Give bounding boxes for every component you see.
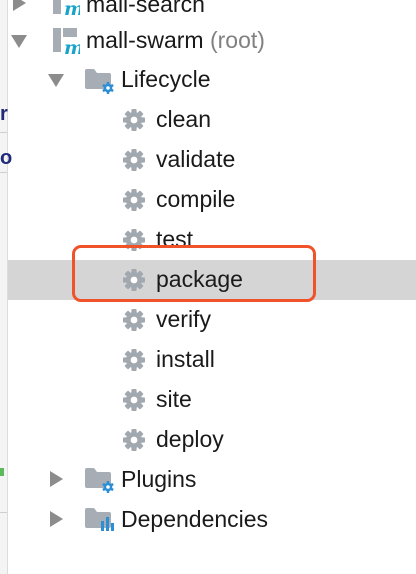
expand-arrow-icon[interactable] bbox=[13, 0, 26, 11]
gutter-letter: o bbox=[0, 147, 13, 169]
lifecycle-phase-test[interactable]: test bbox=[8, 220, 416, 260]
tree-node-label: Lifecycle bbox=[121, 66, 211, 92]
tree-node-label: Plugins bbox=[121, 466, 197, 492]
collapse-arrow-icon[interactable] bbox=[11, 35, 27, 48]
gutter-divider bbox=[0, 512, 7, 513]
gear-icon bbox=[123, 149, 145, 171]
module-name: mall-swarm bbox=[86, 27, 204, 53]
tree-node-mall-swarm[interactable]: m mall-swarm (root) bbox=[8, 20, 416, 60]
gear-icon bbox=[123, 349, 145, 371]
gear-icon bbox=[123, 429, 145, 451]
tree-node-label: mall-search bbox=[86, 0, 205, 17]
lifecycle-folder-icon bbox=[85, 69, 114, 94]
gutter-change-marker bbox=[0, 468, 4, 476]
tree-node-dependencies[interactable]: Dependencies bbox=[8, 500, 416, 540]
tree-node-label: package bbox=[156, 266, 243, 292]
tree-node-lifecycle[interactable]: Lifecycle bbox=[8, 60, 416, 100]
tree-node-plugins[interactable]: Plugins bbox=[8, 460, 416, 500]
svg-text:m: m bbox=[64, 0, 80, 18]
gear-icon bbox=[123, 269, 145, 291]
lifecycle-phase-site[interactable]: site bbox=[8, 380, 416, 420]
expand-arrow-icon[interactable] bbox=[50, 471, 63, 487]
lifecycle-phase-validate[interactable]: validate bbox=[8, 140, 416, 180]
tree-node-label: clean bbox=[156, 106, 211, 132]
plugins-folder-icon bbox=[85, 468, 114, 493]
svg-text:m: m bbox=[64, 37, 80, 56]
lifecycle-phase-install[interactable]: install bbox=[8, 340, 416, 380]
tree-node-label: Dependencies bbox=[121, 506, 269, 532]
lifecycle-phase-verify[interactable]: verify bbox=[8, 300, 416, 340]
tree-node-label: test bbox=[156, 226, 194, 252]
lifecycle-phase-compile[interactable]: compile bbox=[8, 180, 416, 220]
gear-icon bbox=[123, 109, 145, 131]
gear-icon bbox=[123, 389, 145, 411]
tree-node-label: site bbox=[156, 386, 192, 412]
gutter-letter: r bbox=[0, 103, 8, 125]
dependencies-folder-icon bbox=[85, 508, 114, 531]
gutter-divider bbox=[0, 172, 7, 173]
tree-node-label: mall-swarm (root) bbox=[86, 27, 265, 53]
gear-icon bbox=[123, 309, 145, 331]
lifecycle-phase-clean[interactable]: clean bbox=[8, 100, 416, 140]
tree-node-label: install bbox=[156, 346, 215, 372]
lifecycle-phase-deploy[interactable]: deploy bbox=[8, 420, 416, 460]
maven-module-icon: m bbox=[53, 28, 80, 56]
gutter-divider bbox=[0, 132, 7, 133]
tree-node-label: verify bbox=[156, 306, 211, 332]
maven-module-icon: m bbox=[53, 0, 80, 18]
tree-node-mall-search[interactable]: m mall-search bbox=[8, 0, 416, 22]
module-root-tag: (root) bbox=[209, 27, 265, 53]
tree-node-label: validate bbox=[156, 146, 236, 172]
collapse-arrow-icon[interactable] bbox=[48, 74, 64, 87]
tree-node-label: deploy bbox=[156, 426, 224, 452]
tree-node-label: compile bbox=[156, 186, 236, 212]
expand-arrow-icon[interactable] bbox=[50, 511, 63, 527]
editor-gutter-strip bbox=[0, 0, 8, 574]
gear-icon bbox=[123, 189, 145, 211]
lifecycle-phase-package[interactable]: package bbox=[8, 260, 416, 300]
gear-icon bbox=[123, 229, 145, 251]
